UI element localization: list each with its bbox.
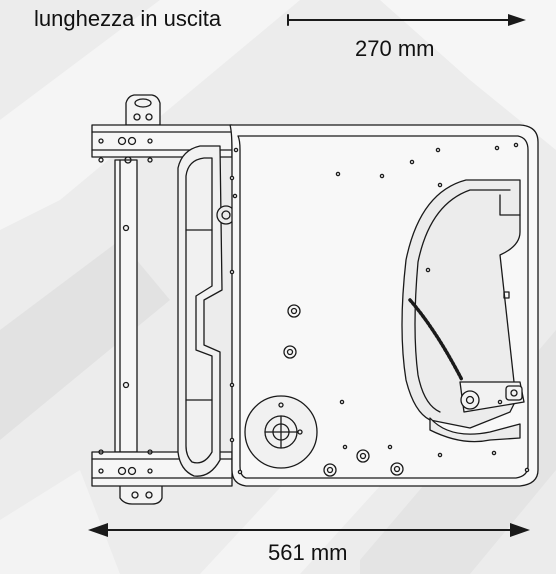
hinge-pivot bbox=[459, 291, 525, 413]
small-rivets bbox=[229, 142, 530, 475]
side-bracket bbox=[177, 145, 236, 477]
exit-length-value: 270 mm bbox=[355, 36, 435, 61]
exit-length-arrow bbox=[287, 14, 526, 26]
rotation-cutout bbox=[401, 179, 521, 429]
bottom-mount-lug bbox=[119, 484, 163, 505]
lower-cutout bbox=[429, 417, 521, 443]
total-width-value: 561 mm bbox=[268, 540, 348, 565]
left-vertical-post bbox=[114, 159, 138, 453]
exit-length-caption: lunghezza in uscita bbox=[34, 6, 222, 31]
top-mount-lug bbox=[125, 94, 161, 126]
total-width-arrow bbox=[88, 523, 530, 537]
plate-holes bbox=[283, 304, 404, 477]
turntable-hub bbox=[244, 395, 318, 469]
